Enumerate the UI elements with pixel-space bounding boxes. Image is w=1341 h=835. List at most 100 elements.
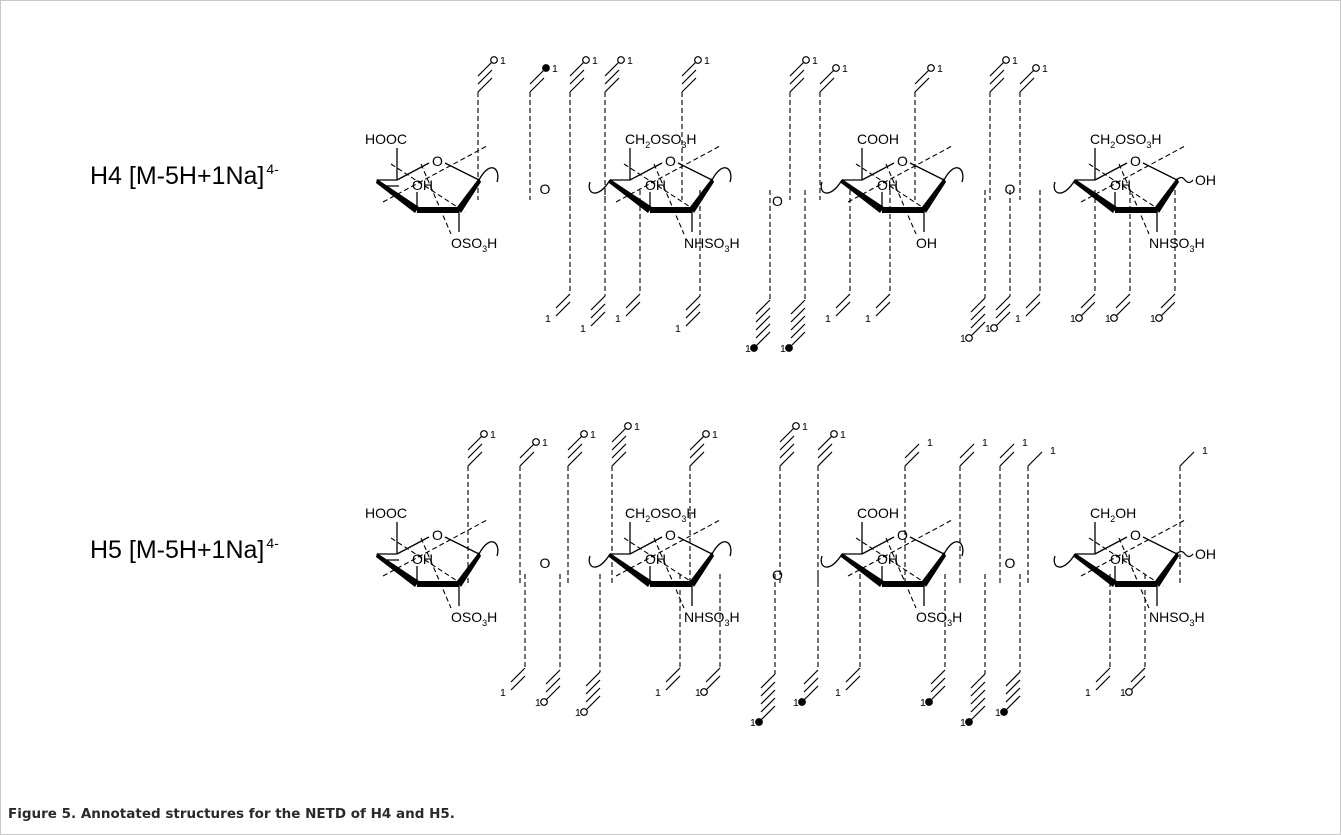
fragment-tick — [1080, 293, 1096, 309]
fragment-count-label: 1 — [920, 697, 926, 709]
cross-ring-cleavage — [420, 163, 452, 235]
fragment-count-label: 1 — [842, 63, 848, 75]
cross-ring-cleavage — [885, 163, 917, 235]
fragment-tick — [1005, 679, 1021, 695]
ring-oxygen: O — [432, 527, 443, 543]
open-circle-marker — [582, 56, 590, 64]
fragment-count-label: 1 — [490, 429, 496, 441]
fragment-tick — [519, 451, 535, 467]
cross-ring-cleavage — [382, 519, 488, 577]
fragment-tick — [510, 667, 526, 683]
fragment-tick — [970, 321, 986, 337]
fragment-tick — [1005, 687, 1021, 703]
cross-ring-cleavage — [615, 145, 721, 203]
fragment-tick — [1005, 695, 1021, 711]
fragment-tick — [930, 677, 946, 693]
fragment-tick — [611, 451, 627, 467]
c6-substituent-label: CH2OSO3H — [625, 131, 697, 150]
cross-ring-cleavage — [855, 537, 931, 587]
open-circle-marker — [1155, 314, 1163, 322]
fragment-tick — [999, 443, 1015, 459]
reducing-end-hydroxyl: OH — [1195, 172, 1216, 188]
cross-ring-cleavage — [885, 537, 917, 609]
fragment-count-label: 1 — [500, 687, 506, 699]
fragment-tick — [590, 295, 606, 311]
fragment-tick — [1025, 301, 1041, 317]
charge-label: 4- — [266, 535, 279, 551]
fragment-tick — [760, 681, 776, 697]
open-circle-marker — [700, 688, 708, 696]
open-circle-marker — [832, 64, 840, 72]
glycosidic-bond — [943, 167, 964, 183]
fragment-tick — [803, 669, 819, 685]
cross-ring-cleavage — [1088, 163, 1164, 213]
fragment-count-label: 1 — [982, 437, 988, 449]
fragment-count-label: 1 — [655, 687, 661, 699]
fragment-tick — [590, 311, 606, 327]
figure-caption: Figure 5. Annotated structures for the N… — [8, 806, 455, 822]
fragment-tick — [755, 323, 771, 339]
glycosidic-bond — [820, 179, 843, 194]
ring-bond — [629, 536, 663, 555]
fragment-count-label: 1 — [1050, 445, 1056, 457]
fragment-tick — [904, 451, 920, 467]
fragment-tick — [970, 313, 986, 329]
fragment-tick — [611, 443, 627, 459]
fragment-tick — [819, 77, 835, 93]
fragment-tick — [989, 69, 1005, 85]
fragment-tick — [1160, 293, 1176, 309]
fragment-tick — [789, 61, 805, 77]
wedge-bond — [609, 179, 652, 213]
cross-ring-cleavage — [1080, 519, 1186, 577]
cross-ring-cleavage — [1118, 537, 1150, 609]
fragment-tick — [467, 443, 483, 459]
fragment-tick — [1027, 451, 1043, 467]
open-circle-marker — [480, 430, 488, 438]
fragment-tick — [1095, 675, 1111, 691]
fragment-tick — [995, 295, 1011, 311]
fragment-tick — [611, 427, 627, 443]
fragment-count-label: 1 — [995, 707, 1001, 719]
fragment-tick — [1019, 77, 1035, 93]
fragment-tick — [1080, 301, 1096, 317]
fragment-tick — [790, 323, 806, 339]
filled-circle-marker — [785, 344, 793, 352]
c2-substituent-label: NHSO3H — [684, 609, 740, 628]
fragment-tick — [790, 307, 806, 323]
fragment-count-label: 1 — [1070, 313, 1076, 325]
glycosidic-bond — [1053, 553, 1076, 568]
fragment-tick — [585, 687, 601, 703]
fragment-tick — [760, 689, 776, 705]
fragment-count-label: 1 — [675, 323, 681, 335]
ion-label: H5 [M-5H+1Na] — [90, 536, 264, 564]
open-circle-marker — [532, 438, 540, 446]
fragment-count-label: 1 — [1085, 687, 1091, 699]
c2-substituent-label: NHSO3H — [684, 235, 740, 254]
fragment-tick — [835, 301, 851, 317]
c2-substituent-label: OH — [916, 235, 937, 251]
fragment-tick — [875, 301, 891, 317]
fragment-count-label: 1 — [704, 55, 710, 67]
fragment-count-label: 1 — [1015, 313, 1021, 325]
wedge-bond — [922, 178, 946, 213]
fragment-count-label: 1 — [712, 429, 718, 441]
fragment-count-label: 1 — [535, 697, 541, 709]
filled-circle-marker — [750, 344, 758, 352]
fragment-tick — [555, 293, 571, 309]
wavy-bond — [1176, 550, 1194, 558]
fragment-tick — [789, 77, 805, 93]
fragment-tick — [989, 61, 1005, 77]
fragment-tick — [681, 77, 697, 93]
fragment-tick — [705, 675, 721, 691]
open-circle-marker — [802, 56, 810, 64]
glycosidic-bond — [588, 179, 611, 194]
bold-bond — [417, 207, 459, 213]
glycosidic-oxygen: O — [540, 555, 551, 571]
fragment-count-label: 1 — [575, 707, 581, 719]
glycosidic-bond — [478, 167, 499, 183]
cross-ring-cleavage — [1118, 163, 1150, 235]
fragment-tick — [755, 315, 771, 331]
fragment-tick — [585, 671, 601, 687]
cross-ring-cleavage — [615, 519, 721, 577]
fragment-tick — [779, 427, 795, 443]
